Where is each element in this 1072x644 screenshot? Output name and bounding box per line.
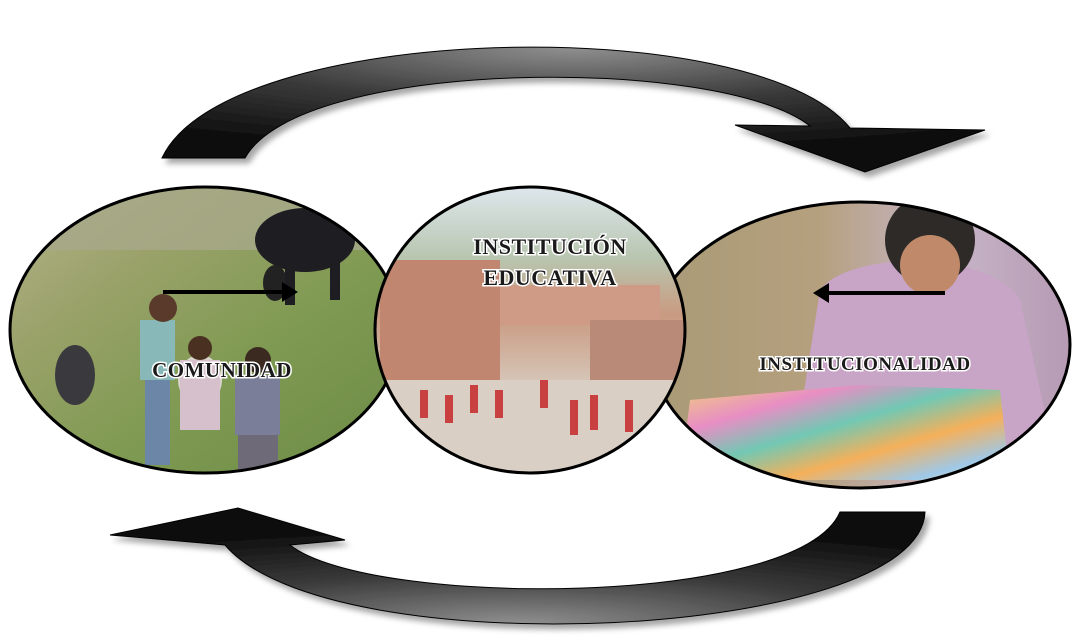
arrow-left bbox=[813, 283, 945, 303]
institucionalidad-label: INSTITUCIONALIDAD bbox=[759, 354, 970, 375]
institucion-educativa-node: INSTITUCIÓN EDUCATIVA bbox=[373, 185, 687, 475]
institucionalidad-node: INSTITUCIONALIDAD bbox=[648, 200, 1072, 490]
institucion-label-line1: INSTITUCIÓN bbox=[473, 234, 626, 259]
comunidad-photo bbox=[10, 187, 400, 473]
comunidad-label: COMUNIDAD bbox=[152, 358, 292, 382]
institucion-photo bbox=[375, 187, 685, 473]
curved-arrow-top bbox=[161, 46, 986, 173]
institucion-label-line2: EDUCATIVA bbox=[483, 265, 616, 290]
arrow-right bbox=[163, 282, 298, 302]
institucionalidad-photo bbox=[650, 202, 1070, 488]
comunidad-node: COMUNIDAD bbox=[8, 185, 402, 475]
curved-arrow-bottom bbox=[109, 507, 926, 625]
